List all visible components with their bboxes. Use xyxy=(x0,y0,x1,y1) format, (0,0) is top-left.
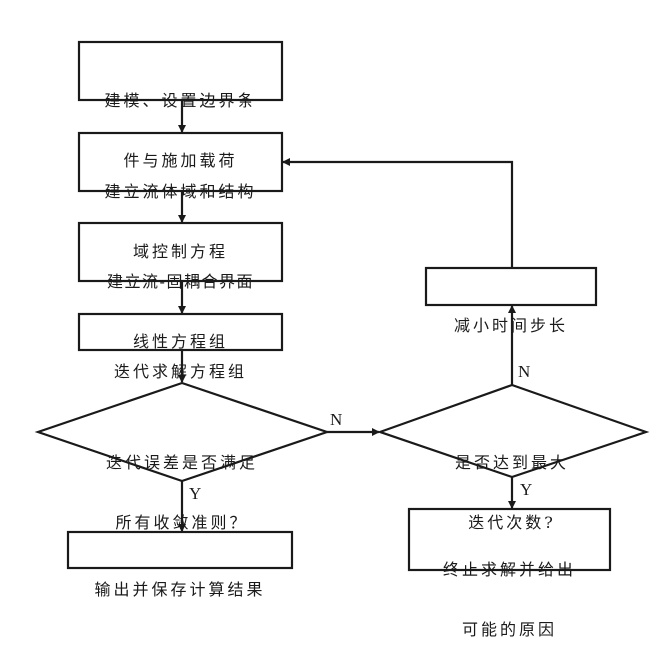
node-max-iter-check-line-1: 是否达到最大 xyxy=(454,453,569,472)
edge-label-converge-no: N xyxy=(330,410,343,429)
node-interface-box xyxy=(77,221,284,283)
node-terminate-label: 终止求解并给出 可能的原因 xyxy=(409,520,610,660)
edge-reduce-to-control xyxy=(282,158,514,268)
node-start-label: 建模、设置边界条 件与施加载荷 xyxy=(79,51,282,191)
edge-label-converge-yes: Y xyxy=(189,484,202,503)
node-output-label: 输出并保存计算结果 xyxy=(68,540,292,620)
node-terminate-box xyxy=(407,507,612,572)
node-control-eq-line-2: 域控制方程 xyxy=(132,242,228,261)
node-converge-check-line-2: 所有收敛准则？ xyxy=(115,513,249,532)
node-iterate-label: 迭代求解方程组 xyxy=(79,322,282,402)
node-terminate-line-2: 可能的原因 xyxy=(461,620,557,639)
node-interface-label: 建立流-固耦合界面 线性方程组 xyxy=(79,232,282,372)
edge-label-max-iter-yes: Y xyxy=(520,480,533,499)
node-max-iter-check-line-2: 迭代次数? xyxy=(468,513,556,532)
node-reduce-step-line-1: 减小时间步长 xyxy=(453,316,568,335)
node-start-line-2: 件与施加载荷 xyxy=(123,151,238,170)
node-output-line-1: 输出并保存计算结果 xyxy=(94,580,266,599)
flowchart-canvas xyxy=(34,40,650,572)
node-output-box xyxy=(66,530,294,570)
node-max-iter-check-label: 是否达到最大 迭代次数? xyxy=(420,413,604,553)
node-terminate-line-1: 终止求解并给出 xyxy=(442,560,576,579)
node-converge-check-label: 迭代误差是否满足 所有收敛准则？ xyxy=(80,413,284,553)
node-converge-check-line-1: 迭代误差是否满足 xyxy=(105,453,258,472)
node-start-line-1: 建模、设置边界条 xyxy=(104,91,257,110)
edge-label-max-iter-no: N xyxy=(518,362,531,381)
node-control-eq-line-1: 建立流体域和结构 xyxy=(104,182,257,201)
node-control-eq-label: 建立流体域和结构 域控制方程 xyxy=(79,142,282,282)
node-iterate-box xyxy=(77,312,284,352)
node-interface-line-2: 线性方程组 xyxy=(132,332,228,351)
node-interface-line-1: 建立流-固耦合界面 xyxy=(107,272,254,291)
node-reduce-step-label: 减小时间步长 xyxy=(426,276,596,356)
node-iterate-line-1: 迭代求解方程组 xyxy=(113,362,247,381)
node-start-box xyxy=(77,40,284,102)
